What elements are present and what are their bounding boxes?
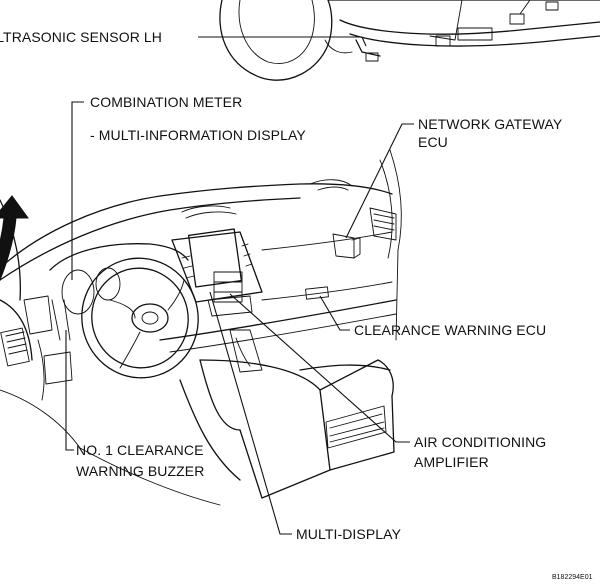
label-buzzer-line1: NO. 1 CLEARANCE bbox=[76, 442, 204, 458]
leader-lines bbox=[65, 36, 414, 535]
direction-arrow bbox=[0, 195, 29, 282]
rear-bumper-drawing bbox=[219, 0, 600, 81]
label-ultrasonic-sensor-lh: ULTRASONIC SENSOR LH bbox=[0, 29, 162, 45]
dashboard-drawing bbox=[0, 149, 402, 506]
label-network-gateway-ecu-line2: ECU bbox=[418, 134, 448, 150]
label-air-conditioning-line2: AMPLIFIER bbox=[414, 454, 489, 470]
label-air-conditioning-line1: AIR CONDITIONING bbox=[414, 434, 547, 450]
figure-reference-number: B182294E01 bbox=[552, 574, 593, 581]
label-clearance-warning-ecu: CLEARANCE WARNING ECU bbox=[354, 322, 547, 338]
label-combination-meter: COMBINATION METER bbox=[90, 94, 243, 110]
label-multi-display: MULTI-DISPLAY bbox=[296, 526, 402, 542]
label-network-gateway-ecu-line1: NETWORK GATEWAY bbox=[418, 116, 563, 132]
label-buzzer-line2: WARNING BUZZER bbox=[76, 463, 205, 479]
label-multi-information-display: - MULTI-INFORMATION DISPLAY bbox=[90, 127, 306, 143]
